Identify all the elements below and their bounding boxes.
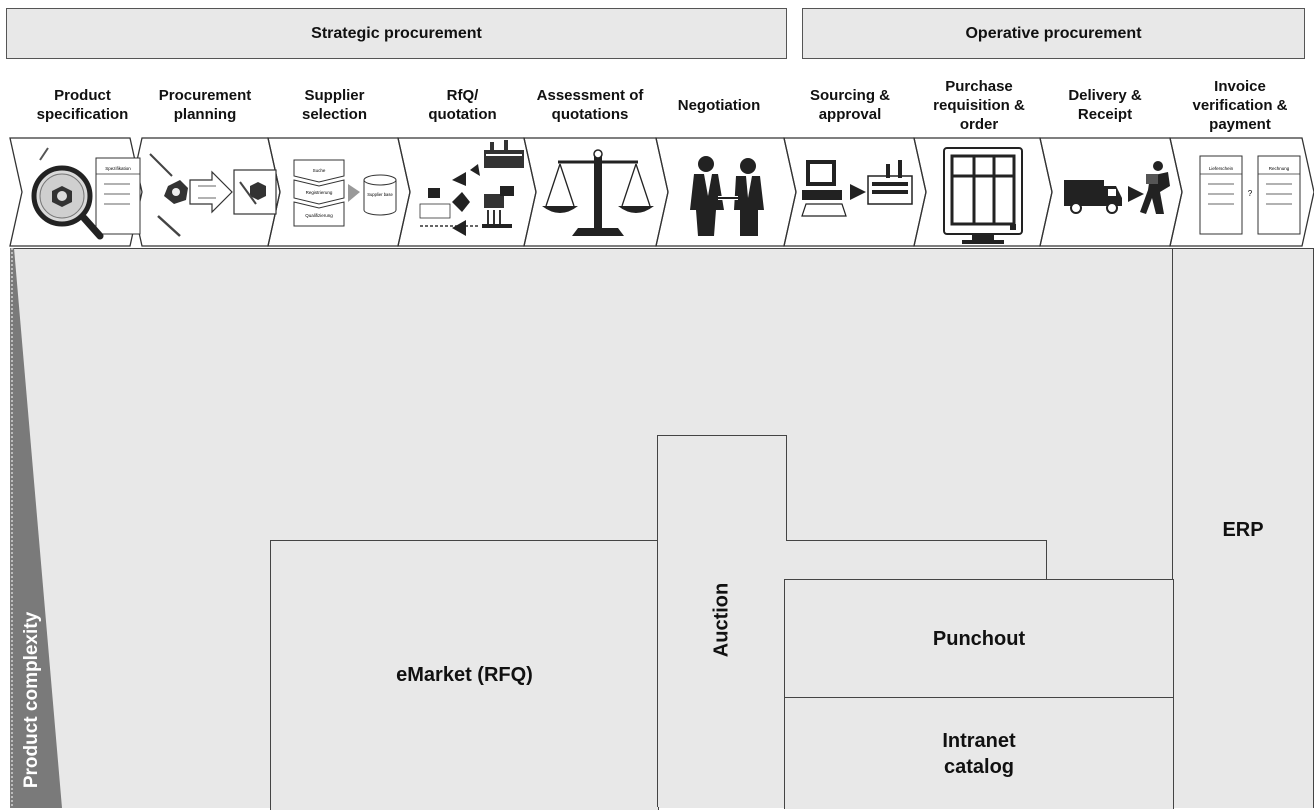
supplier-selection-flow-icon: Suche Registrierung Qualifizierung Suppl… xyxy=(293,159,397,227)
invoice-documents-icon: Lieferschein ? Rechnung xyxy=(1199,155,1301,235)
invoice-left-text: Lieferschein xyxy=(1209,166,1234,171)
balance-scale-icon xyxy=(542,149,654,236)
supplier-flow-step-2: Registrierung xyxy=(306,190,333,195)
step-label-delivery-receipt: Delivery & Receipt xyxy=(1068,87,1142,123)
step-label-negotiation: Negotiation xyxy=(677,96,761,114)
region-intranet-catalog: Intranet catalog xyxy=(784,697,1174,809)
region-punchout-label: Punchout xyxy=(932,627,1026,650)
product-complexity-wedge xyxy=(10,248,62,808)
step-label-rfq-quotation: RfQ/ quotation xyxy=(428,87,497,123)
rfq-arrows-icon xyxy=(419,140,524,236)
magnifier-spec-sheet-icon: Spezifikation xyxy=(31,147,141,240)
delivery-truck-icon xyxy=(1064,161,1170,214)
invoice-right-text: Rechnung xyxy=(1269,166,1290,171)
region-step-connector xyxy=(786,540,1047,582)
region-auction-label: Auction xyxy=(710,582,733,658)
phase-operative-procurement: Operative procurement xyxy=(802,8,1305,59)
chevron-6 xyxy=(655,137,797,247)
region-intranet-label: Intranet catalog xyxy=(942,729,1016,778)
step-label-invoice-verification: Invoice verification & payment xyxy=(1192,77,1288,133)
phase-operative-label: Operative procurement xyxy=(965,24,1142,42)
supplier-flow-step-1: Suche xyxy=(313,168,326,173)
process-chevron-strip: Spezifikation Suche Registrierung Qualif… xyxy=(9,137,1314,247)
region-emarket: eMarket (RFQ) xyxy=(270,540,659,810)
handshake-icon xyxy=(690,156,764,236)
step-label-assessment: Assessment of quotations xyxy=(536,87,644,123)
region-erp-label: ERP xyxy=(1222,519,1264,541)
step-label-supplier-selection: Supplier selection xyxy=(301,87,368,123)
supplier-flow-step-3: Qualifizierung xyxy=(305,213,333,218)
svg-text:?: ? xyxy=(1248,189,1253,198)
step-label-sourcing-approval: Sourcing & approval xyxy=(809,87,890,123)
spec-sheet-text: Spezifikation xyxy=(105,166,131,171)
chevron-10 xyxy=(1169,137,1314,247)
phase-strategic-label: Strategic procurement xyxy=(311,24,482,42)
supplier-base-text: Supplier base xyxy=(367,192,393,197)
phase-strategic-procurement: Strategic procurement xyxy=(6,8,787,59)
monitor-form-icon xyxy=(943,147,1023,244)
region-erp: ERP xyxy=(1172,248,1314,808)
planning-tools-icon xyxy=(149,153,277,237)
step-label-purchase-requisition: Purchase requisition & order xyxy=(933,77,1025,133)
computer-factory-icon xyxy=(801,160,913,217)
step-label-product-specification: Product specification xyxy=(36,87,129,123)
region-emarket-label: eMarket (RFQ) xyxy=(396,664,533,686)
step-label-procurement-planning: Procurement planning xyxy=(158,87,252,123)
region-punchout: Punchout xyxy=(784,579,1174,699)
region-auction xyxy=(657,435,787,807)
product-complexity-label: Product complexity xyxy=(21,611,42,789)
